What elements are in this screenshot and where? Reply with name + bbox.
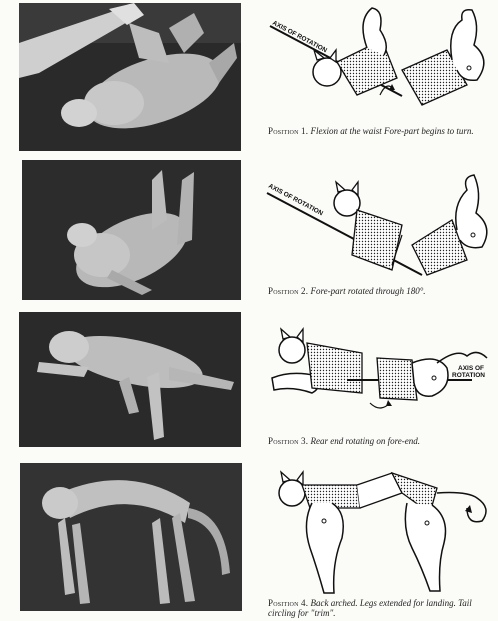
photo-cat-position-3 [19, 312, 241, 447]
caption-position-2: Position 2. Fore-part rotated through 18… [268, 286, 494, 296]
position-label-1: Position 1. [268, 126, 308, 136]
axis-label-2: AXIS OF ROTATION [267, 183, 324, 218]
diagram-position-1: AXIS OF ROTATION [262, 0, 498, 122]
axis-label-3a: AXIS OF [458, 365, 484, 372]
photo-cat-position-2 [22, 160, 241, 300]
diagram-position-3: AXIS OF ROTATION [262, 318, 498, 423]
position-label-4: Position 4. [268, 598, 308, 608]
photo-cat-position-4 [20, 463, 242, 611]
caption-text-1: Flexion at the waist Fore-part begins to… [310, 126, 473, 136]
photo-cat-position-1 [19, 3, 241, 151]
caption-position-4: Position 4. Back arched. Legs extended f… [268, 598, 494, 618]
caption-text-3: Rear end rotating on fore-end. [310, 436, 420, 446]
diagram-position-4 [262, 463, 498, 593]
caption-position-3: Position 3. Rear end rotating on fore-en… [268, 436, 494, 446]
position-label-2: Position 2. [268, 286, 308, 296]
caption-position-1: Position 1. Flexion at the waist Fore-pa… [268, 126, 494, 136]
axis-label-3b: ROTATION [452, 372, 485, 379]
caption-text-2: Fore-part rotated through 180°. [310, 286, 425, 296]
position-label-3: Position 3. [268, 436, 308, 446]
axis-label-1: AXIS OF ROTATION [271, 20, 328, 55]
diagram-position-2: AXIS OF ROTATION [262, 165, 498, 280]
